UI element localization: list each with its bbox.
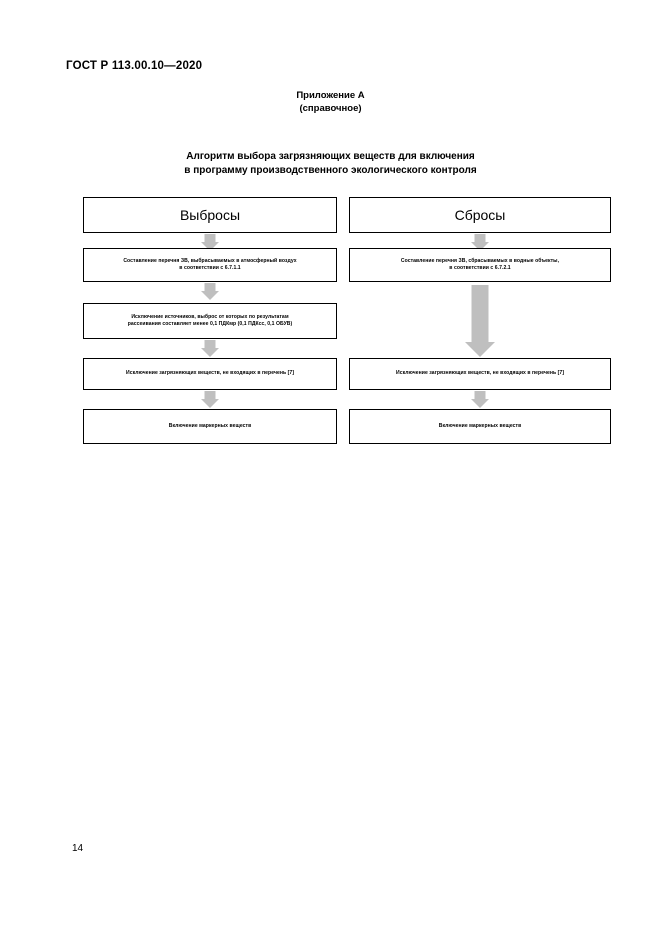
flow-node-emissions-header: Выбросы: [83, 197, 337, 233]
flow-node-discharges-3: Включение маркерных веществ: [349, 409, 611, 444]
flow-node-emissions-1: Составление перечня ЗВ, выбрасываемых в …: [83, 248, 337, 282]
annex-caption: Приложение А (справочное): [0, 89, 661, 115]
flow-node-discharges-2: Исключение загрязняющих веществ, не вход…: [349, 358, 611, 390]
flow-node-emissions-2: Исключение источников, выброс от которых…: [83, 303, 337, 339]
flow-node-emissions-1-line2: в соответствии с 6.7.1.1: [179, 265, 241, 271]
arrow-emissions-1: [196, 234, 224, 251]
flow-node-discharges-2-line1: Исключение загрязняющих веществ, не вход…: [396, 370, 564, 377]
figure-title-line2: в программу производственного экологичес…: [184, 165, 477, 176]
arrow-emissions-2: [196, 283, 224, 300]
flow-node-emissions-header-label: Выбросы: [179, 207, 241, 223]
arrow-emissions-4: [196, 391, 224, 408]
flow-node-emissions-3: Исключение загрязняющих веществ, не вход…: [83, 358, 337, 390]
flow-node-emissions-2-line1: Исключение источников, выброс от которых…: [131, 313, 289, 320]
flow-node-emissions-1-line1: Составление перечня ЗВ, выбрасываемых в …: [123, 257, 297, 264]
arrow-discharges-2-long: [456, 285, 504, 357]
arrow-discharges-1: [466, 234, 494, 251]
flow-node-discharges-header-label: Сбросы: [454, 207, 506, 223]
figure-title: Алгоритм выбора загрязняющих веществ для…: [0, 150, 661, 178]
flow-node-emissions-2-line2: рассеивания составляет менее 0,1 ПДКмр (…: [127, 321, 293, 327]
flow-node-discharges-1-line1: Составление перечня ЗВ, сбрасываемых в в…: [400, 257, 560, 264]
figure-title-line1: Алгоритм выбора загрязняющих веществ для…: [186, 151, 475, 162]
arrow-discharges-3: [466, 391, 494, 408]
flow-node-discharges-1-line2: в соответствии с 6.7.2.1: [449, 265, 511, 271]
page-number: 14: [72, 843, 84, 854]
annex-title: Приложение А: [296, 90, 365, 101]
flow-node-emissions-3-line1: Исключение загрязняющих веществ, не вход…: [126, 370, 294, 377]
flow-node-emissions-4-line1: Включение маркерных веществ: [168, 422, 252, 429]
standard-header: ГОСТ Р 113.00.10—2020: [66, 60, 203, 72]
flow-node-emissions-4: Включение маркерных веществ: [83, 409, 337, 444]
flow-node-discharges-3-line1: Включение маркерных веществ: [438, 422, 522, 429]
flow-node-discharges-header: Сбросы: [349, 197, 611, 233]
annex-subtitle: (справочное): [299, 103, 362, 114]
flow-node-discharges-1: Составление перечня ЗВ, сбрасываемых в в…: [349, 248, 611, 282]
arrow-emissions-3: [196, 340, 224, 357]
